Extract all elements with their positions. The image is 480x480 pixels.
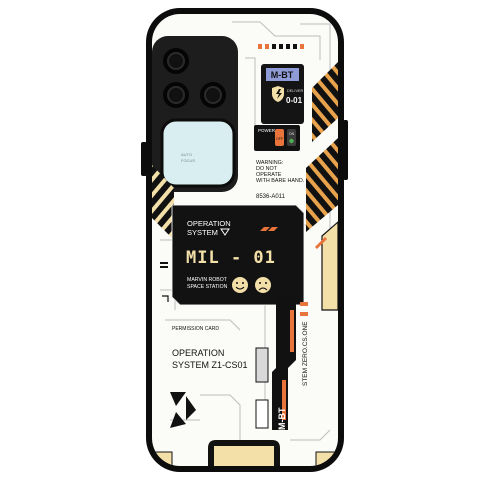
hatch-stripe-left: [152, 165, 174, 240]
main-sub-2: SPACE STATION: [187, 284, 228, 290]
camera-tiny-text: AUTO: [181, 152, 192, 157]
svg-text:OFF: OFF: [276, 137, 283, 141]
warning-text: WARNING: DO NOT OPERATE WITH BARE HAND.: [256, 160, 304, 184]
strip-text: STEM ZERO.CS.ONE: [302, 321, 309, 386]
left-side-marks: [160, 262, 169, 302]
side-button-volume: [141, 142, 147, 176]
permission-label: PERMISSION CARD: [172, 326, 219, 332]
side-button-power: [343, 120, 348, 180]
main-sub-1: MARVIN ROBOT: [187, 277, 228, 283]
svg-text:OPERATE: OPERATE: [256, 172, 282, 178]
orange-tick: [300, 312, 308, 316]
skin-artwork: AUTO FOCUS M-BT DELIVER 0-01: [152, 21, 338, 466]
permission-line-1: OPERATION: [172, 348, 224, 358]
badge-deliver-code: 0-01: [286, 96, 303, 105]
permission-line-2: SYSTEM Z1-CS01: [172, 360, 248, 370]
badge-deliver-label: DELIVER: [287, 89, 304, 93]
orange-tick: [300, 302, 308, 306]
vertical-code-strip: M-BT STEM ZERO.CS.ONE: [255, 296, 309, 430]
main-code: MIL - 01: [186, 248, 276, 268]
svg-text:DO NOT: DO NOT: [256, 166, 278, 172]
smiley-face-icon: [232, 277, 248, 293]
main-title-2: SYSTEM: [187, 228, 218, 237]
svg-text:WARNING:: WARNING:: [256, 160, 283, 166]
triangle-down-icon: [220, 228, 230, 236]
strip-logo: M-BT: [277, 407, 287, 430]
svg-text:ON: ON: [289, 132, 295, 136]
mbt-badge: M-BT DELIVER 0-01: [261, 64, 304, 124]
main-display-panel: OPERATION SYSTEM MIL - 01 MARVIN ROBOT S…: [171, 204, 305, 306]
top-pin-row: [258, 44, 304, 49]
power-label: POWER: [258, 128, 276, 133]
hatch-stripe-right-top: [312, 62, 338, 142]
power-panel: POWER OFF ON: [254, 125, 300, 151]
corner-triangles: [170, 392, 196, 428]
orange-arrow-marks: [260, 227, 278, 231]
camera-tiny-text: FOCUS: [181, 158, 195, 163]
power-switch-off: [275, 129, 284, 146]
badge-logo: M-BT: [271, 70, 294, 80]
serial-number: 8536-A011: [256, 194, 286, 200]
sad-face-icon: [255, 277, 271, 293]
main-title-1: OPERATION: [187, 219, 231, 228]
svg-text:WITH BARE HAND.: WITH BARE HAND.: [256, 178, 304, 184]
hatch-stripe-right-mid: [306, 138, 338, 232]
power-switch-on: [287, 129, 296, 146]
camera-island: [160, 118, 236, 188]
cream-side-block: [314, 220, 338, 311]
